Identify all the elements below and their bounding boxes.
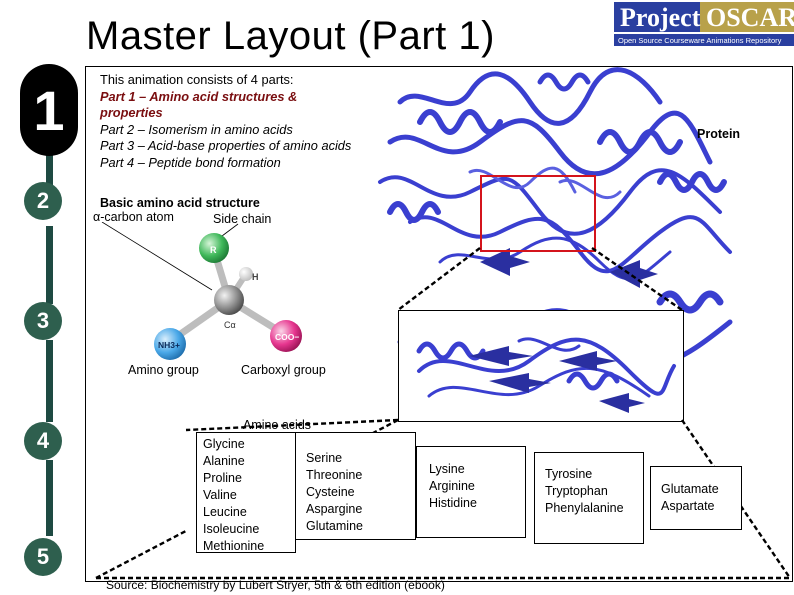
amino-acid-item: Methionine: [203, 539, 265, 553]
intro-line: This animation consists of 4 parts:: [100, 72, 294, 87]
amino-acid-item: Histidine: [429, 496, 477, 510]
step-rail-segment: [46, 340, 53, 422]
amino-acid-item: Valine: [203, 488, 237, 502]
alpha-carbon-label: α-carbon atom: [93, 210, 174, 224]
atom-label-nh3: NH3+: [158, 340, 180, 350]
intro-part-4: Part 4 – Peptide bond formation: [100, 154, 281, 170]
amino-acid-item: Serine: [306, 451, 343, 465]
step-1-button[interactable]: 1: [20, 64, 78, 156]
amino-acid-item: Leucine: [203, 505, 247, 519]
amino-acid-item: Glutamine: [306, 519, 363, 533]
amino-acid-group-3: Lysine Arginine Histidine: [416, 446, 526, 538]
amino-acids-heading: Amino acids: [242, 418, 312, 432]
structure-heading: Basic amino acid structure: [100, 196, 260, 210]
atom-label-h: H: [252, 272, 259, 282]
amino-acid-item: Tyrosine: [545, 467, 593, 481]
step-2-button[interactable]: 2: [24, 182, 62, 220]
intro-part-3: Part 3 – Acid-base properties of amino a…: [100, 138, 352, 154]
source-citation: Source: Biochemistry by Lubert Stryer, 5…: [106, 578, 445, 592]
page-title: Master Layout (Part 1): [86, 14, 495, 58]
carboxyl-atom: [270, 320, 302, 352]
intro-part-1: Part 1 – Amino acid structures & propert…: [100, 88, 298, 121]
step-rail-segment: [46, 460, 53, 536]
amino-acid-group-2: Serine Threonine Cysteine Aspargine Glut…: [296, 432, 416, 540]
alpha-carbon-atom: [214, 285, 244, 315]
amino-acid-item: Tryptophan: [545, 484, 608, 498]
main-stage-frame: [85, 66, 793, 582]
amino-acid-item: Lysine: [429, 462, 465, 476]
intro-part-2: Part 2 – Isomerism in amino acids: [100, 121, 293, 137]
amino-acid-group-5: Glutamate Aspartate: [650, 466, 742, 530]
amino-nitrogen-atom: [154, 328, 186, 360]
atom-label-coo: COO−: [275, 332, 299, 342]
amino-acid-item: Glutamate: [661, 482, 719, 496]
amino-acid-item: Arginine: [429, 479, 475, 493]
intro-text: This animation consists of 4 parts: Part…: [100, 72, 358, 172]
amino-acid-group-4: Tyrosine Tryptophan Phenylalanine: [534, 452, 644, 544]
step-5-button[interactable]: 5: [24, 538, 62, 576]
carboxyl-group-label: Carboxyl group: [241, 363, 326, 377]
amino-acid-item: Aspargine: [306, 502, 363, 516]
amino-acid-item: Proline: [203, 471, 242, 485]
step-4-button[interactable]: 4: [24, 422, 62, 460]
protein-highlight-box: [480, 175, 596, 252]
amino-acid-item: Aspartate: [661, 499, 715, 513]
logo-word-project: Project: [620, 3, 701, 32]
amino-acid-item: Phenylalanine: [545, 501, 624, 515]
step-rail-segment: [46, 140, 53, 200]
amino-acid-item: Threonine: [306, 468, 363, 482]
project-oscar-logo: Project OSCAR Open Source Courseware Ani…: [612, 0, 794, 48]
amino-acid-group-1: Glycine Alanine Proline Valine Leucine I…: [196, 432, 296, 553]
step-rail-segment: [46, 226, 53, 304]
side-chain-label: Side chain: [213, 212, 272, 226]
logo-word-oscar: OSCAR: [706, 3, 794, 32]
amino-acid-panel: Glycine Alanine Proline Valine Leucine I…: [186, 432, 296, 553]
amino-acid-molecule: R H Cα NH3+ COO−: [101, 222, 302, 360]
atom-label-calpha: Cα: [224, 320, 236, 330]
amino-acid-item: Glycine: [203, 437, 245, 451]
amino-acid-item: Alanine: [203, 454, 245, 468]
r-group-atom: [199, 233, 229, 263]
atom-label-r: R: [210, 245, 217, 255]
amino-acid-item: Cysteine: [306, 485, 355, 499]
amino-group-label: Amino group: [128, 363, 199, 377]
step-3-button[interactable]: 3: [24, 302, 62, 340]
amino-acid-item: Isoleucine: [203, 522, 260, 536]
hydrogen-atom: [239, 267, 253, 281]
logo-tagline: Open Source Courseware Animations Reposi…: [618, 36, 782, 45]
zoom-inset-frame: [398, 310, 684, 422]
protein-label: Protein: [697, 127, 741, 141]
